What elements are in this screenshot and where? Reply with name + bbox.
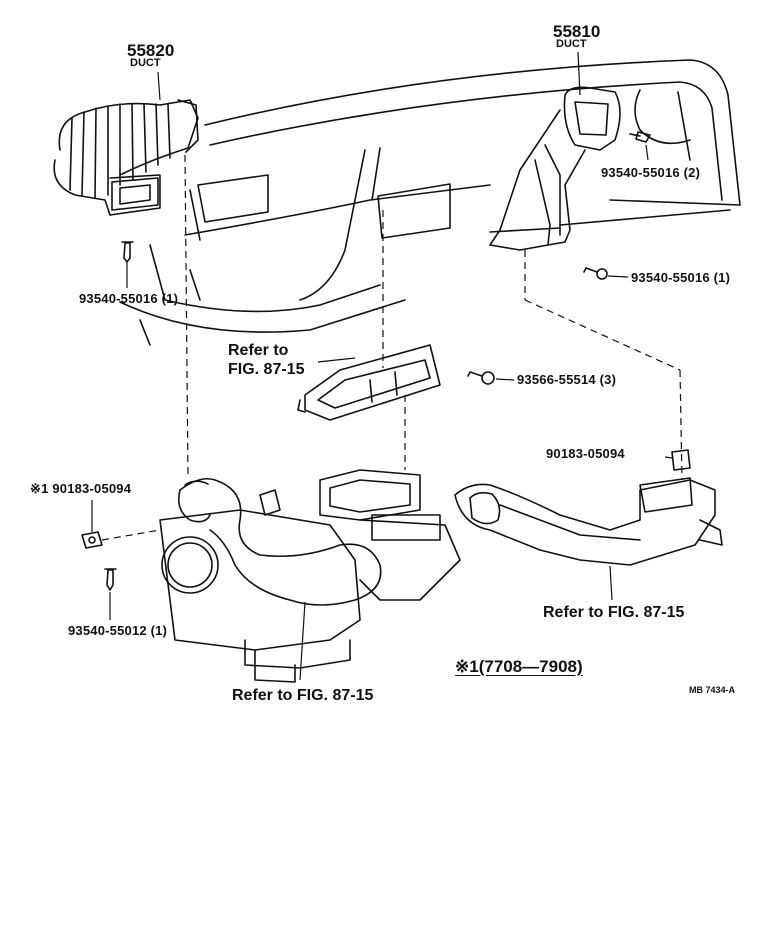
screw-label-upper: 93540-55016 (2) xyxy=(601,165,701,180)
clip-90183-05094-right xyxy=(671,449,691,471)
screw-93540-55016-mid xyxy=(583,267,608,280)
heater-unit xyxy=(159,469,461,683)
duct-55820-name: DUCT xyxy=(130,57,161,69)
dashed-lines xyxy=(101,154,683,541)
reference-center-line2: FIG. 87-15 xyxy=(228,361,305,378)
footnote-range: ※1(7708—7908) xyxy=(455,657,583,676)
screw-label-mid: 93540-55016 (1) xyxy=(631,270,731,285)
figure-code: MB 7434-A xyxy=(689,685,736,695)
clip-label-right: 90183-05094 xyxy=(546,446,625,461)
duct-55820-number: 55820 xyxy=(127,41,175,60)
leader-lines xyxy=(91,51,673,681)
dashboard-outline xyxy=(119,59,741,346)
side-duct-right xyxy=(454,477,723,566)
clip-90183-05094-left xyxy=(81,531,103,549)
duct-55810-name: DUCT xyxy=(556,38,587,50)
reference-bottom: Refer to FIG. 87-15 xyxy=(232,687,374,704)
duct-55820 xyxy=(53,99,199,216)
center-nozzle xyxy=(297,344,441,421)
screw-93540-55016-left xyxy=(121,241,134,263)
screw-label-heater: 93540-55012 (1) xyxy=(68,623,168,638)
screw-93540-55016-upper xyxy=(629,131,651,143)
duct-55810 xyxy=(489,86,621,251)
reference-center-line1: Refer to xyxy=(228,342,289,359)
screw-93566-55514 xyxy=(467,371,495,385)
reference-right: Refer to FIG. 87-15 xyxy=(543,604,685,621)
screw-label-center: 93566-55514 (3) xyxy=(517,372,617,387)
screw-label-left: 93540-55016 (1) xyxy=(79,291,179,306)
screw-93540-55012 xyxy=(104,568,117,591)
duct-55810-number: 55810 xyxy=(553,22,601,41)
clip-label-left: ※1 90183-05094 xyxy=(30,481,132,496)
